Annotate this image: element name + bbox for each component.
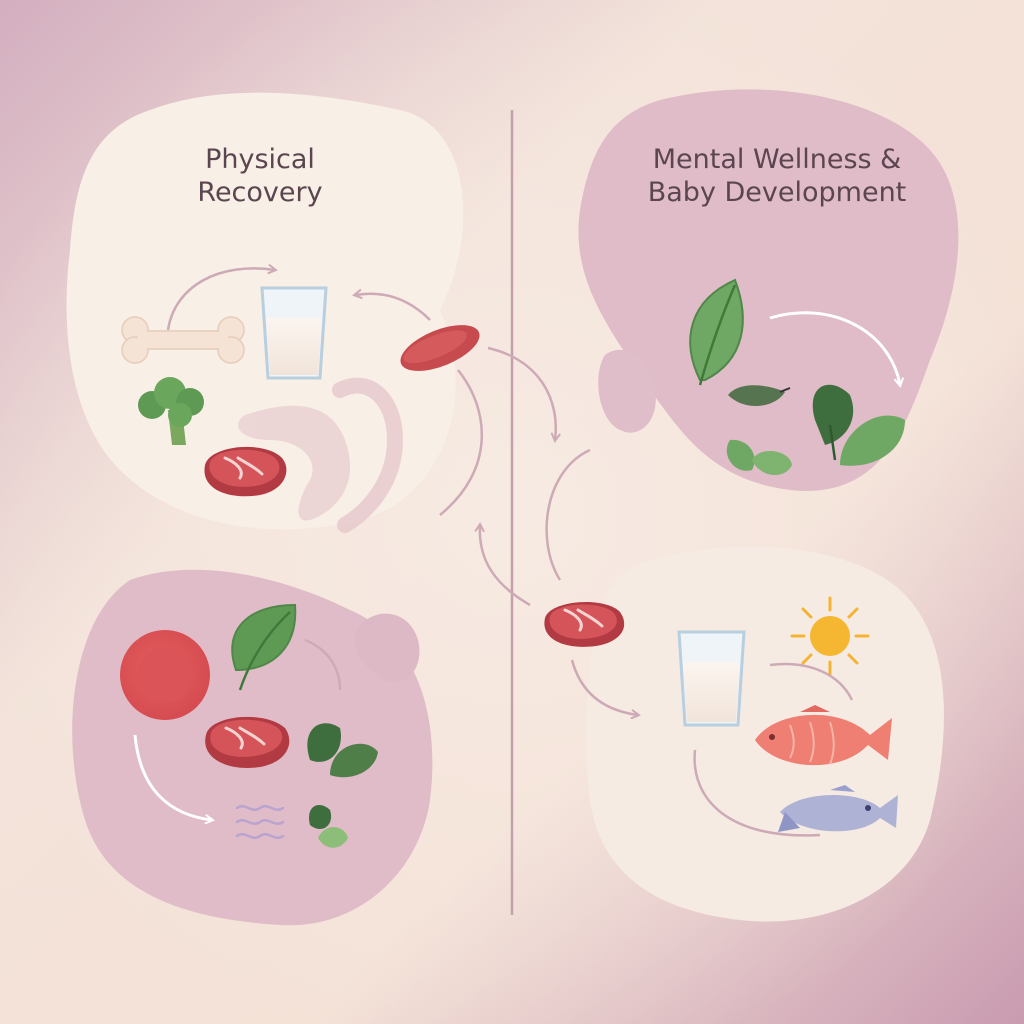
kale-icon bbox=[728, 385, 791, 407]
title-physical-recovery-line1: Physical bbox=[205, 144, 315, 175]
sun-icon bbox=[790, 596, 870, 676]
arrow-sun-to-fish bbox=[769, 662, 854, 701]
steak-icon-lower bbox=[205, 716, 290, 769]
arrow-leaf-to-greens bbox=[769, 311, 900, 385]
milk-glass-icon bbox=[260, 286, 328, 380]
waves-icon bbox=[235, 805, 285, 839]
title-mental-wellness-line2: Baby Development bbox=[647, 177, 907, 208]
milk-glass-icon-right bbox=[677, 630, 746, 727]
spinach-leaf-icon bbox=[689, 278, 744, 386]
bone-icon bbox=[121, 316, 245, 364]
title-mental-wellness: Mental Wellness &Baby Development bbox=[612, 143, 942, 209]
steak-icon bbox=[204, 446, 287, 497]
salmon-icon bbox=[755, 705, 892, 766]
arrow-bone-to-milk bbox=[166, 268, 275, 331]
arrow-cell-to-waves bbox=[133, 734, 212, 820]
steak-icon-center bbox=[544, 601, 625, 647]
kidney-shape-icon bbox=[238, 377, 404, 533]
arrow-center-up bbox=[480, 525, 531, 607]
broccoli-icon bbox=[138, 377, 204, 445]
small-blob-left bbox=[354, 613, 420, 683]
fish-icon bbox=[778, 785, 898, 832]
blob-mental-wellness bbox=[578, 89, 959, 491]
kale-icon-lower bbox=[307, 723, 378, 848]
arrow-leaf-down bbox=[304, 638, 342, 691]
arrow-steak-to-milk-right bbox=[570, 659, 638, 715]
title-physical-recovery-line2: Recovery bbox=[197, 177, 323, 208]
red-blood-cell-icon bbox=[120, 630, 210, 720]
arrow-center-loop-right bbox=[545, 448, 591, 581]
spinach-leaf-icon-lower bbox=[231, 603, 297, 691]
arrow-center-down-right bbox=[487, 346, 556, 440]
title-mental-wellness-line1: Mental Wellness & bbox=[652, 144, 902, 175]
arrow-center-loop-left bbox=[439, 369, 483, 516]
small-blob-center bbox=[598, 349, 656, 433]
arrow-steak-to-milk bbox=[355, 294, 431, 321]
leafy-greens-icon bbox=[726, 384, 905, 476]
steak-icon-top bbox=[400, 325, 480, 371]
arrow-milk-to-fish bbox=[693, 749, 821, 837]
